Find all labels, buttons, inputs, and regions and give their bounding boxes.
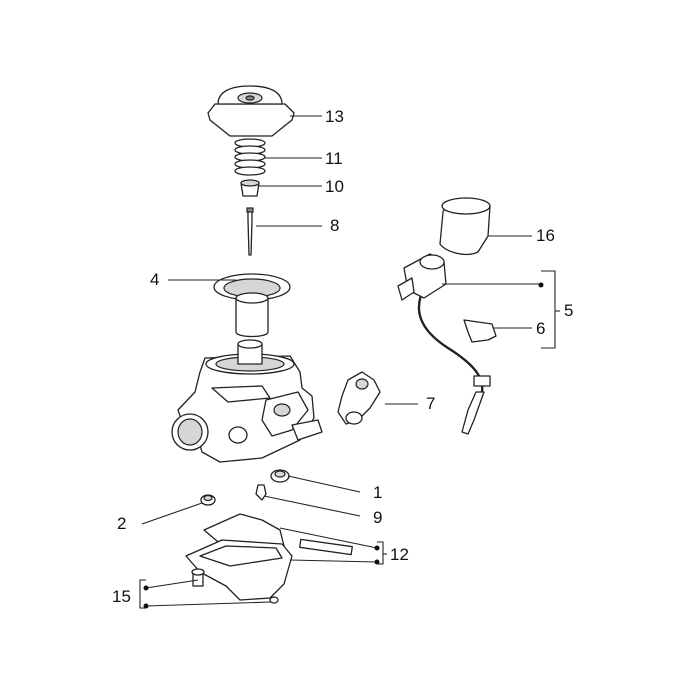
callout-5: 5	[564, 301, 574, 320]
callout-1: 1	[373, 483, 383, 502]
callout-13: 13	[325, 107, 344, 126]
part-spring	[234, 138, 266, 176]
part-choke	[337, 371, 381, 425]
callout-9: 9	[373, 508, 383, 527]
leader-lines	[139, 115, 560, 609]
callout-15: 15	[112, 587, 131, 606]
part-screws	[191, 568, 279, 604]
part-top-cover	[207, 85, 295, 137]
part-float-valve	[255, 484, 267, 501]
part-jet	[200, 494, 216, 506]
part-clip	[463, 319, 497, 343]
part-carburetor-body	[171, 339, 323, 463]
callout-2: 2	[117, 514, 127, 533]
part-screw-plug	[270, 469, 290, 483]
callout-16: 16	[536, 226, 555, 245]
part-choke-cable	[397, 253, 491, 435]
callout-12: 12	[390, 545, 409, 564]
part-sleeve	[439, 197, 491, 256]
callout-7: 7	[426, 394, 436, 413]
part-spring-seat	[240, 179, 260, 197]
part-needle	[246, 207, 254, 256]
callout-11: 11	[325, 149, 343, 168]
callout-4: 4	[150, 270, 160, 289]
part-float-bowl	[185, 539, 293, 601]
callout-8: 8	[330, 216, 340, 235]
callout-10: 10	[325, 177, 344, 196]
callout-6: 6	[536, 319, 546, 338]
part-diaphragm	[213, 273, 291, 338]
